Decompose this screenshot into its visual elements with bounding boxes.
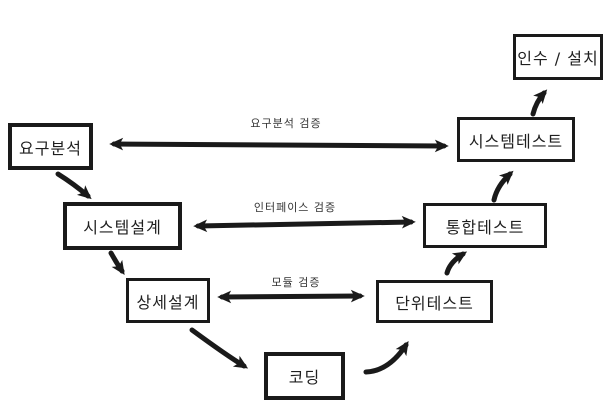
edge-module-verification-arrow [217,289,365,304]
edge-detailed-design-to-coding [189,327,249,369]
node-system-test: 시스템테스트 [457,117,575,162]
node-system-design: 시스템설계 [63,202,182,250]
edge-requirements-to-system-design [55,171,92,200]
edge-unit-test-to-integration-test [444,251,468,276]
edge-system-design-to-detailed-design [108,250,125,275]
node-integration-test: 통합테스트 [423,203,547,248]
edge-system-test-to-acceptance [530,89,548,117]
edge-label-requirements-verification: 요구분석 검증 [250,117,322,130]
edge-interface-verification-arrow [193,215,416,233]
edge-integration-test-to-system-test [491,170,514,203]
node-detailed-design: 상세설계 [126,278,210,323]
edge-label-module-verification: 모듈 검증 [271,276,321,289]
node-acceptance-install: 인수 / 설치 [513,34,603,80]
node-coding: 코딩 [264,352,345,400]
edge-label-interface-verification: 인터페이스 검증 [253,201,337,214]
edge-requirements-verification-arrow [109,137,449,153]
node-unit-test: 단위테스트 [376,280,493,323]
node-requirements-analysis: 요구분석 [8,123,93,170]
edge-coding-to-unit-test [363,340,409,375]
